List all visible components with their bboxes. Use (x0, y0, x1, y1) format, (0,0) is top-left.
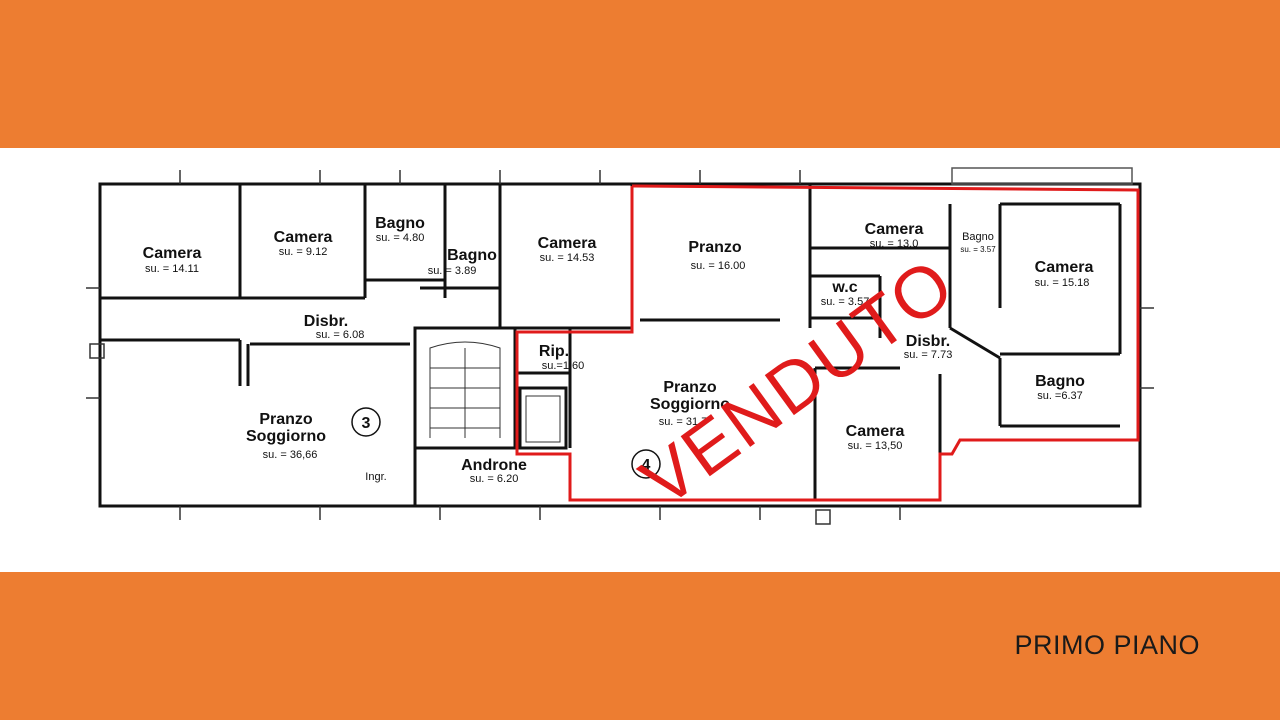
wall-piers (86, 170, 1154, 525)
room-name: Disbr. (906, 333, 950, 350)
room-area: su. = 3.89 (428, 265, 477, 277)
room-name: Rip. (539, 343, 569, 360)
top-orange-band (0, 0, 1280, 148)
room-name: Bagno (962, 231, 994, 243)
staircase (429, 341, 561, 443)
room-name: Ingr. (365, 471, 386, 483)
room-area: su. = 6.08 (316, 329, 365, 341)
room-name: Camera (1035, 259, 1094, 276)
room-name: Bagno (375, 215, 425, 232)
unit-number: 4 (642, 457, 651, 474)
room-area: su. = 3.57 (821, 296, 870, 308)
room-name: w.c (831, 279, 857, 296)
room-area: su. = 16.00 (691, 260, 746, 272)
room-area: su. =6.37 (1037, 390, 1083, 402)
room-name: Camera (846, 423, 905, 440)
outer-walls (98, 182, 1142, 508)
room-name: Camera (143, 245, 202, 262)
room-area: su. = 13,50 (848, 440, 903, 452)
room-area: su. = 31,7 (659, 416, 708, 428)
interior-walls (100, 184, 1122, 506)
room-area: su. = 6.20 (470, 473, 519, 485)
room-area: su. = 13.0 (870, 238, 919, 250)
room-area: su. = 4.80 (376, 232, 425, 244)
room-name: Camera (274, 229, 333, 246)
room-labels: Camera su. = 14.11 Camera su. = 9.12 Bag… (143, 215, 1094, 485)
room-name: Bagno (447, 247, 497, 264)
room-name: Bagno (1035, 373, 1085, 390)
unit-markers: 3 4 (351, 407, 661, 479)
room-name: Pranzo (688, 239, 742, 256)
balcony (951, 167, 1133, 185)
floor-plan-drawing: Camera su. = 14.11 Camera su. = 9.12 Bag… (86, 167, 1154, 525)
room-area: su. = 9.12 (279, 246, 328, 258)
room-name: Androne (461, 457, 527, 474)
bottom-orange-band (0, 572, 1280, 720)
unit-number: 3 (362, 415, 371, 432)
room-name: Disbr. (304, 313, 348, 330)
floor-plan-area: Camera su. = 14.11 Camera su. = 9.12 Bag… (0, 148, 1280, 572)
room-area: su. = 14.11 (145, 263, 199, 275)
room-name: Camera (865, 221, 924, 238)
sold-unit-outline (515, 184, 1140, 502)
room-area: su. = 36,66 (263, 449, 318, 461)
room-area: su. = 7.73 (904, 349, 953, 361)
room-area: su. = 3.57 (960, 245, 996, 254)
building-outline (98, 182, 1142, 508)
room-area: su. = 14.53 (540, 252, 595, 264)
room-area: su. = 15.18 (1035, 277, 1090, 289)
room-area: su.=1.60 (542, 360, 585, 372)
floor-label: PRIMO PIANO (1014, 630, 1200, 660)
room-name: Camera (538, 235, 597, 252)
